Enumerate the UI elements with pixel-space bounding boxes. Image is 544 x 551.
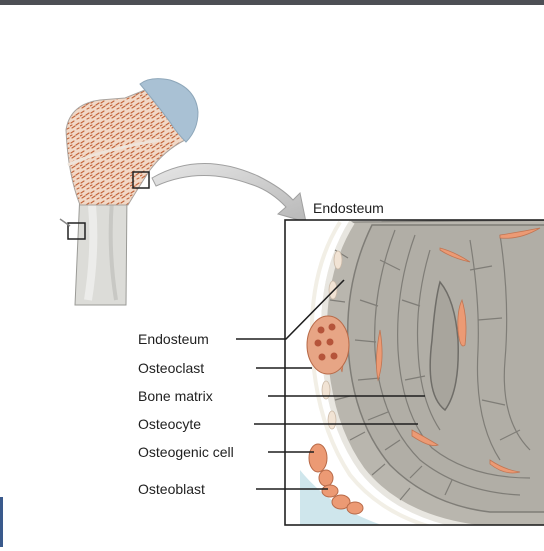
label-osteogenic-cell: Osteogenic cell: [138, 444, 234, 460]
osteogenic-cell: [308, 443, 328, 473]
label-endosteum: Endosteum: [138, 331, 209, 347]
leader-lines: [236, 279, 425, 490]
zoom-box-shaft: [67, 222, 86, 240]
bone-shaft: [74, 191, 128, 306]
femur-illustration: [59, 78, 199, 306]
osteoclast: [306, 315, 350, 375]
label-bone-matrix: Bone matrix: [138, 388, 213, 404]
top-bar: [0, 0, 544, 5]
osteocyte-1: [457, 298, 467, 347]
label-osteocyte: Osteocyte: [138, 416, 202, 432]
zoom-arrow: [151, 163, 307, 223]
zoom-box-head: [132, 171, 150, 189]
left-edge-marker: [0, 497, 3, 547]
cartilage-cap: [139, 78, 199, 143]
endosteum-top-label: Endosteum: [313, 200, 384, 216]
magnified-view: [284, 219, 544, 526]
label-osteoblast: Osteoblast: [138, 481, 205, 497]
label-osteoclast: Osteoclast: [138, 360, 205, 376]
osteoblast: [321, 484, 339, 498]
